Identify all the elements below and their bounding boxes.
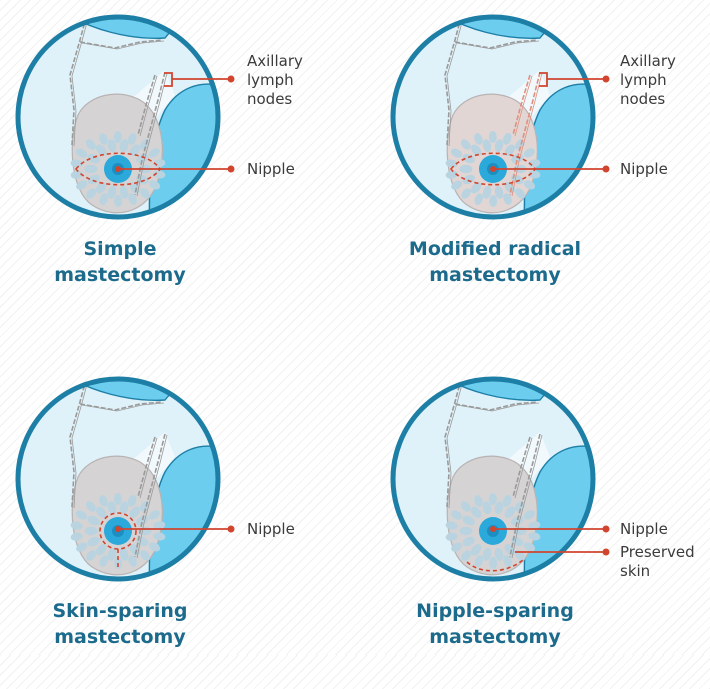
nipple-callout-dot — [603, 526, 610, 533]
nipple-callout-dot — [228, 526, 235, 533]
nipple-callout-dot — [603, 166, 610, 173]
nipple-callout-dot — [228, 166, 235, 173]
label-nipple: Nipple — [247, 160, 295, 179]
label-nipple: Nipple — [620, 520, 668, 539]
skin-callout-dot — [603, 549, 610, 556]
lymph-callout-dot — [603, 76, 610, 83]
label-nipple: Nipple — [247, 520, 295, 539]
lymph-callout-dot — [228, 76, 235, 83]
label-nipple: Nipple — [620, 160, 668, 179]
